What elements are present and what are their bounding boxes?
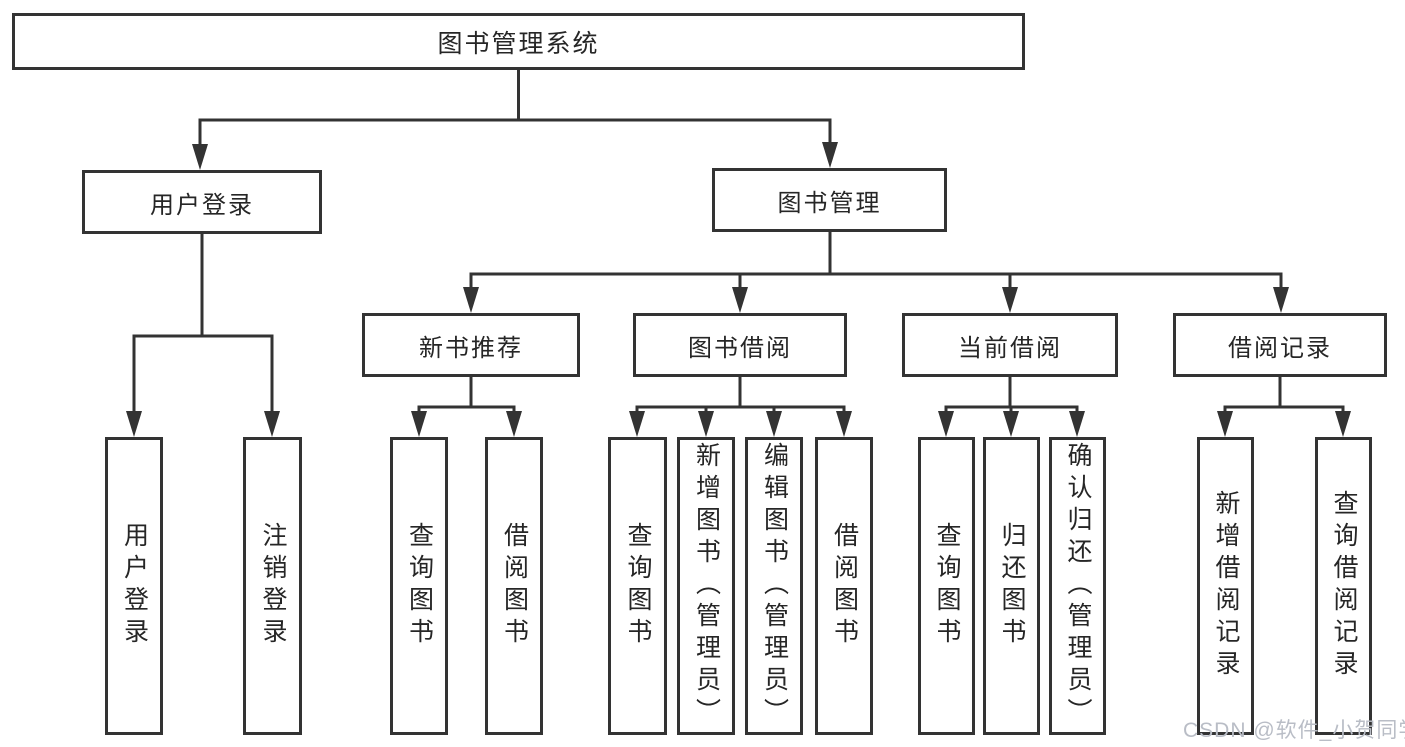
connector-new-book-children	[411, 374, 522, 437]
node-root-label: 图书管理系统	[437, 29, 600, 58]
node-new-book-recommend-label: 新书推荐	[419, 334, 523, 362]
leaf-borrow-borrow-books-label: 借阅图书	[830, 522, 859, 650]
leaf-current-query-books-label: 查询图书	[933, 522, 961, 650]
csdn-watermark: CSDN @软件_小贺同学	[1183, 719, 1405, 742]
leaf-current-confirm-return-label: 确认归还（管理员）	[1064, 442, 1092, 730]
leaf-recommend-query-books-label: 查询图书	[405, 522, 434, 650]
leaf-user-login: 用户登录	[105, 437, 163, 735]
node-book-borrow-label: 图书借阅	[688, 334, 792, 362]
node-book-borrow: 图书借阅	[633, 313, 847, 377]
node-current-borrow: 当前借阅	[902, 313, 1118, 377]
leaf-logout: 注销登录	[243, 437, 302, 735]
leaf-borrow-borrow-books: 借阅图书	[815, 437, 873, 735]
leaf-recommend-query-books: 查询图书	[390, 437, 448, 735]
node-new-book-recommend: 新书推荐	[362, 313, 580, 377]
node-root-system: 图书管理系统	[12, 13, 1025, 70]
connector-book-borrow-children	[629, 374, 852, 437]
node-book-management-label: 图书管理	[777, 189, 882, 217]
node-user-login: 用户登录	[82, 170, 322, 234]
node-borrow-records: 借阅记录	[1173, 313, 1387, 377]
leaf-current-return-books-label: 归还图书	[998, 522, 1026, 650]
leaf-record-query-label: 查询借阅记录	[1330, 490, 1358, 682]
node-borrow-records-label: 借阅记录	[1228, 334, 1332, 362]
leaf-logout-label: 注销登录	[259, 522, 287, 650]
leaf-current-return-books: 归还图书	[983, 437, 1040, 735]
leaf-borrow-edit-books: 编辑图书（管理员）	[745, 437, 803, 735]
leaf-recommend-borrow-books-label: 借阅图书	[500, 522, 529, 650]
node-current-borrow-label: 当前借阅	[958, 334, 1062, 362]
leaf-recommend-borrow-books: 借阅图书	[485, 437, 543, 735]
connector-user-login-children	[126, 231, 280, 437]
leaf-user-login-label: 用户登录	[120, 522, 149, 650]
node-book-management: 图书管理	[712, 168, 947, 232]
leaf-borrow-query-books: 查询图书	[608, 437, 667, 735]
leaf-borrow-add-books: 新增图书（管理员）	[677, 437, 735, 735]
leaf-current-confirm-return: 确认归还（管理员）	[1049, 437, 1106, 735]
leaf-record-add-label: 新增借阅记录	[1212, 490, 1240, 682]
connector-book-management-children	[463, 229, 1289, 313]
leaf-record-add: 新增借阅记录	[1197, 437, 1254, 735]
leaf-borrow-add-books-label: 新增图书（管理员）	[692, 442, 721, 730]
connector-root-to-level2	[192, 66, 838, 170]
leaf-borrow-edit-books-label: 编辑图书（管理员）	[760, 442, 789, 730]
connector-borrow-records-children	[1217, 374, 1351, 437]
connector-current-borrow-children	[938, 374, 1085, 437]
leaf-borrow-query-books-label: 查询图书	[624, 522, 652, 650]
node-user-login-label: 用户登录	[150, 191, 254, 219]
leaf-current-query-books: 查询图书	[918, 437, 975, 735]
leaf-record-query: 查询借阅记录	[1315, 437, 1372, 735]
